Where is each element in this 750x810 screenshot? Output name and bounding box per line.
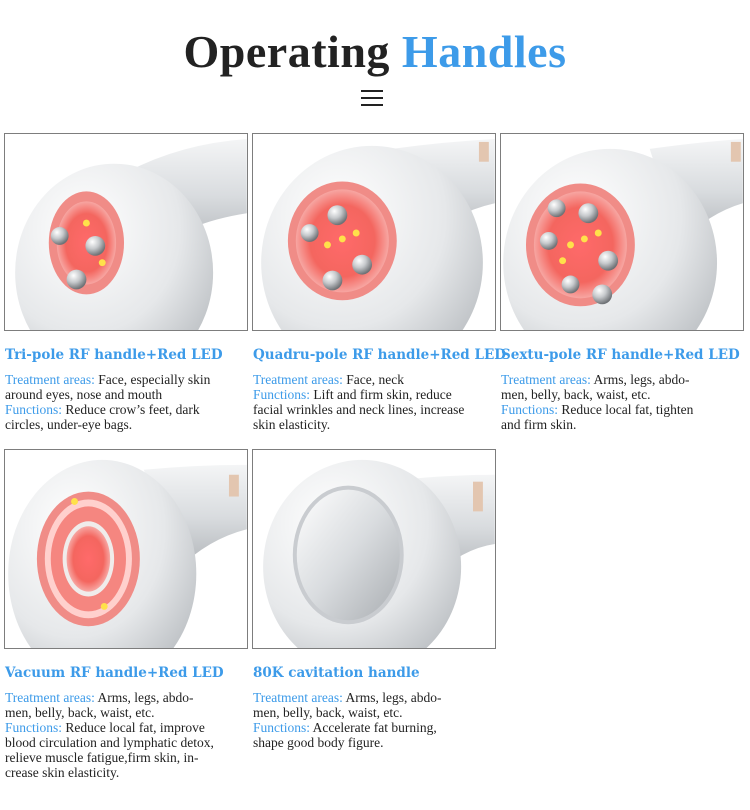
functions-label: Functions: <box>501 402 559 417</box>
tri-pole-rf-handle-image <box>4 133 248 331</box>
card-title: Sextu-pole RF handle+Red LED <box>501 347 740 363</box>
functions-text: facial wrinkles and neck lines, increase <box>253 402 465 417</box>
treatment-text: Face, neck <box>342 372 404 387</box>
treatment-label: Treatment areas: <box>5 690 95 705</box>
card-title: 80K cavitation handle <box>253 665 420 681</box>
functions-label: Functions: <box>5 402 63 417</box>
functions-text: shape good body figure. <box>253 735 384 750</box>
sextu-pole-rf-handle-image <box>500 133 744 331</box>
treatment-text: around eyes, nose and mouth <box>5 387 163 402</box>
functions-text: Reduce crow’s feet, dark <box>62 402 200 417</box>
card-description: Treatment areas: Face, especially skin a… <box>5 372 250 432</box>
functions-label: Functions: <box>5 720 63 735</box>
treatment-label: Treatment areas: <box>5 372 95 387</box>
card-title: Vacuum RF handle+Red LED <box>5 665 224 681</box>
functions-label: Functions: <box>253 387 311 402</box>
title-part-1: Operating <box>183 26 390 77</box>
vacuum-rf-handle-image <box>4 449 248 649</box>
card-title: Tri-pole RF handle+Red LED <box>5 347 223 363</box>
functions-text: Accelerate fat burning, <box>310 720 437 735</box>
functions-text: Lift and firm skin, reduce <box>310 387 452 402</box>
treatment-text: men, belly, back, waist, etc. <box>253 705 403 720</box>
treatment-text: Face, especially skin <box>94 372 211 387</box>
card-title: Quadru-pole RF handle+Red LED <box>253 347 506 363</box>
functions-label: Functions: <box>253 720 311 735</box>
treatment-text: men, belly, back, waist, etc. <box>5 705 155 720</box>
treatment-label: Treatment areas: <box>501 372 591 387</box>
functions-text: relieve muscle fatigue,firm skin, in- <box>5 750 199 765</box>
functions-text: skin elasticity. <box>253 417 331 432</box>
treatment-text: Arms, legs, abdo- <box>590 372 690 387</box>
functions-text: Reduce local fat, improve <box>62 720 205 735</box>
page-title: Operating Handles <box>0 26 750 78</box>
functions-text: blood circulation and lymphatic detox, <box>5 735 214 750</box>
card-description: Treatment areas: Face, neck Functions: L… <box>253 372 498 432</box>
card-description: Treatment areas: Arms, legs, abdo- men, … <box>253 690 498 750</box>
functions-text: crease skin elasticity. <box>5 765 120 780</box>
treatment-label: Treatment areas: <box>253 372 343 387</box>
treatment-text: men, belly, back, waist, etc. <box>501 387 651 402</box>
title-part-2: Handles <box>401 26 567 77</box>
quadru-pole-rf-handle-image <box>252 133 496 331</box>
card-description: Treatment areas: Arms, legs, abdo- men, … <box>501 372 746 432</box>
treatment-text: Arms, legs, abdo- <box>94 690 194 705</box>
functions-text: Reduce local fat, tighten <box>558 402 694 417</box>
treatment-label: Treatment areas: <box>253 690 343 705</box>
cavitation-handle-image <box>252 449 496 649</box>
treatment-text: Arms, legs, abdo- <box>342 690 442 705</box>
hamburger-menu-icon[interactable] <box>361 90 383 106</box>
functions-text: circles, under-eye bags. <box>5 417 133 432</box>
card-description: Treatment areas: Arms, legs, abdo- men, … <box>5 690 250 780</box>
functions-text: and firm skin. <box>501 417 577 432</box>
